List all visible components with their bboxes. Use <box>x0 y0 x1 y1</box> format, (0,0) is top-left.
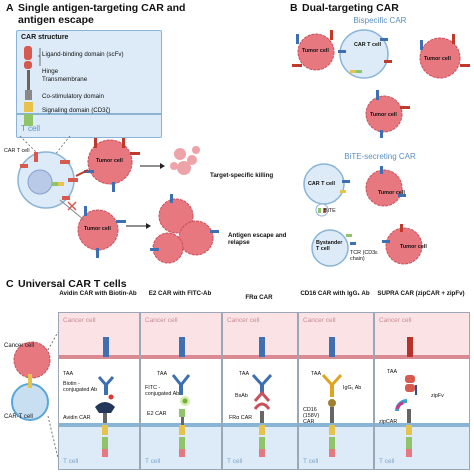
t-cell-label: T cell <box>21 124 40 133</box>
col1-label-car: E2 CAR <box>147 411 167 417</box>
tumor-cell-label-a2: Tumor cell <box>84 226 111 232</box>
col0-tcell-label: T cell <box>63 458 79 465</box>
column-card-0: Cancer cell T cell TAA Biotin -conjugate… <box>58 312 140 470</box>
col4-cancer-label: Cancer cell <box>379 317 412 324</box>
bispecific-car-t-label: CAR T cell <box>354 42 381 48</box>
panel-c-title: Universal CAR T cells <box>18 278 127 290</box>
left-cells-illustration <box>11 331 59 459</box>
col0-label-ab: Biotin -conjugated Ab <box>63 381 98 393</box>
tumor-cell-label-a1: Tumor cell <box>96 158 123 164</box>
outcome-escape: Antigen escape and relapse <box>228 232 287 246</box>
domain-label-4: Signaling domain (CD3ζ) <box>42 107 111 114</box>
left-cancer-label: Cancer cell <box>4 343 35 349</box>
domain-label-3: Co-stimulatory domain <box>42 93 104 100</box>
tcr-label: TCR (CD3ε chain) <box>350 250 378 262</box>
col0-label-taa: TAA <box>63 371 74 377</box>
car-structure-box: CAR structure T cell <box>16 30 162 138</box>
column-card-1: Cancer cell T cell TAA FITC -conjugated … <box>140 312 222 470</box>
bite-tumor-2: Tumor cell <box>400 244 427 250</box>
car-structure-diagram <box>24 46 41 126</box>
bite-label: BiTE <box>324 208 336 214</box>
column-card-2: Cancer cell T cell TAA BsAb FRα CAR <box>222 312 298 470</box>
col3-label-ab: IgG₁ Ab <box>343 385 362 391</box>
col2-cancer-label: Cancer cell <box>227 317 260 324</box>
bispecific-tumor-3: Tumor cell <box>370 112 397 118</box>
col2-tcell-label: T cell <box>227 458 243 465</box>
left-car-t-label: CAR-T cell <box>4 414 33 420</box>
outcome-killing: Target-specific killing <box>210 172 274 179</box>
col3-label-car: CD16 (158V) CAR <box>303 407 320 425</box>
bite-tumor-1: Tumor cell <box>378 190 405 196</box>
domain-label-2: Transmembrane <box>42 76 88 83</box>
panel-b-letter: B <box>290 2 298 14</box>
col4-label-car: zipCAR <box>379 419 398 425</box>
col4-label-ab: zipFv <box>431 393 444 399</box>
bite-title: BiTE-secreting CAR <box>344 152 416 161</box>
bite-car-t-label: CAR T cell <box>308 181 335 187</box>
col1-label-taa: TAA <box>157 371 168 377</box>
col1-tcell-label: T cell <box>145 458 161 465</box>
domain-label-1: Hinge <box>42 68 59 75</box>
col3-tcell-label: T cell <box>303 458 319 465</box>
col-header-4: SUPRA CAR (zipCAR + zipFv) <box>377 290 465 297</box>
col-header-1: E2 CAR with FITC-Ab <box>148 290 212 297</box>
col-header-0: Avidin CAR with Biotin-Ab <box>59 290 137 297</box>
col2-label-car: FRα CAR <box>229 415 253 421</box>
col2-label-taa: TAA <box>239 371 250 377</box>
col3-cancer-label: Cancer cell <box>303 317 336 324</box>
col2-label-ab: BsAb <box>235 393 248 399</box>
panel-a-title: Single antigen-targeting CAR and antigen… <box>18 2 186 26</box>
bispecific-tumor-2: Tumor cell <box>424 56 451 62</box>
col3-label-taa: TAA <box>311 371 322 377</box>
car-t-cell-label-a: CAR T cell <box>4 148 30 154</box>
bystander-label: Bystander T cell <box>316 240 343 252</box>
bite-illustration <box>303 163 423 267</box>
bispecific-illustration <box>292 29 470 138</box>
panel-a-letter: A <box>6 2 14 14</box>
col1-label-ab: FITC -conjugated Ab <box>145 385 180 397</box>
membrane-line <box>17 113 161 115</box>
column-card-4: Cancer cell T cell TAA zipFv zipCAR <box>374 312 470 470</box>
panel-a-illustration <box>17 135 219 264</box>
col4-tcell-label: T cell <box>379 458 395 465</box>
col-header-2: FRα CAR <box>245 294 273 301</box>
col0-cancer-label: Cancer cell <box>63 317 96 324</box>
panel-b-title: Dual-targeting CAR <box>302 2 399 14</box>
panel-c-letter: C <box>6 278 14 290</box>
bispecific-title: Bispecific CAR <box>353 16 407 25</box>
column-card-3: Cancer cell T cell TAA IgG₁ Ab CD16 (158… <box>298 312 374 470</box>
col-header-3: CD16 CAR with IgG₁ Ab <box>300 290 370 297</box>
col0-label-car: Avidin CAR <box>63 415 91 421</box>
domain-label-0: Ligand-binding domain (scFv) <box>42 51 124 58</box>
bispecific-tumor-1: Tumor cell <box>302 48 329 54</box>
col4-label-taa: TAA <box>387 369 398 375</box>
col1-cancer-label: Cancer cell <box>145 317 178 324</box>
car-structure-title: CAR structure <box>21 34 69 41</box>
